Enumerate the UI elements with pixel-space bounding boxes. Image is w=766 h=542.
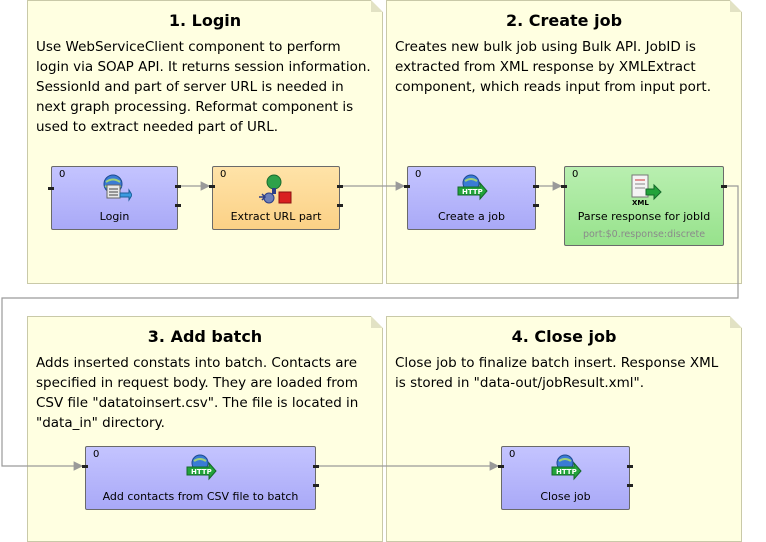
component-add-contacts-to-batch[interactable]: 0 HTTP Add contacts from CSV file to bat…	[82, 446, 319, 510]
note-title: 2. Create job	[505, 11, 623, 30]
input-port[interactable]	[498, 465, 504, 468]
phase-number: 0	[220, 169, 227, 180]
svg-text:HTTP: HTTP	[191, 468, 212, 476]
phase-number: 0	[59, 169, 66, 180]
component-label: Close job	[540, 490, 591, 503]
note-title: 1. Login	[168, 11, 242, 30]
note-fold	[730, 0, 742, 12]
output-port[interactable]	[533, 204, 539, 207]
svg-text:XML: XML	[632, 199, 649, 207]
note-text: Use WebServiceClient component to perfor…	[36, 39, 371, 135]
note-login: 1. Login Use WebServiceClient component …	[27, 0, 383, 284]
output-port[interactable]	[175, 204, 181, 207]
output-port[interactable]	[313, 465, 319, 468]
output-port[interactable]	[627, 465, 633, 468]
svg-text:HTTP: HTTP	[556, 468, 577, 476]
note-title: 3. Add batch	[147, 327, 263, 346]
phase-number: 0	[509, 449, 516, 460]
note-text: Close job to finalize batch insert. Resp…	[395, 355, 719, 391]
phase-number: 0	[415, 169, 422, 180]
component-create-a-job[interactable]: 0 HTTP Create a job	[404, 166, 539, 230]
output-port[interactable]	[337, 185, 343, 188]
note-text: Creates new bulk job using Bulk API. Job…	[395, 39, 712, 95]
edge-parse-to-add-contacts[interactable]	[1, 185, 739, 471]
input-port[interactable]	[561, 185, 567, 188]
component-label: Parse response for jobId	[577, 210, 711, 223]
http-connector-icon: HTTP	[548, 453, 584, 489]
output-port[interactable]	[627, 484, 633, 487]
note-fold	[371, 0, 383, 12]
output-port[interactable]	[175, 185, 181, 188]
xml-extract-icon: XML	[626, 173, 662, 211]
phase-number: 0	[572, 169, 579, 180]
input-port[interactable]	[209, 185, 215, 188]
http-connector-icon: HTTP	[183, 453, 219, 489]
svg-text:HTTP: HTTP	[462, 188, 483, 196]
reformat-icon	[257, 173, 295, 209]
component-parse-response-for-jobid[interactable]: 0 XML Parse response for jobId port:$0.r…	[561, 166, 727, 246]
input-port[interactable]	[404, 185, 410, 188]
input-port[interactable]	[48, 187, 54, 190]
component-label: Create a job	[437, 210, 506, 223]
input-port[interactable]	[82, 465, 88, 468]
component-login[interactable]: 0 Login	[48, 166, 181, 230]
component-extract-url-part[interactable]: 0 Extract URL part	[209, 166, 343, 230]
component-label: Login	[99, 210, 130, 223]
note-title: 4. Close job	[511, 327, 617, 346]
component-label: Extract URL part	[230, 210, 322, 223]
output-port[interactable]	[533, 185, 539, 188]
output-port[interactable]	[337, 204, 343, 207]
note-text: Adds inserted constats into batch. Conta…	[36, 355, 359, 431]
note-fold	[730, 316, 742, 328]
component-sublabel: port:$0.response:discrete	[582, 229, 706, 240]
phase-number: 0	[93, 449, 100, 460]
note-fold	[371, 316, 383, 328]
web-service-client-icon	[98, 173, 133, 209]
output-port[interactable]	[313, 484, 319, 487]
component-label: Add contacts from CSV file to batch	[102, 490, 299, 503]
output-port[interactable]	[721, 185, 727, 188]
component-close-job[interactable]: 0 HTTP Close job	[498, 446, 633, 510]
http-connector-icon: HTTP	[454, 173, 490, 209]
